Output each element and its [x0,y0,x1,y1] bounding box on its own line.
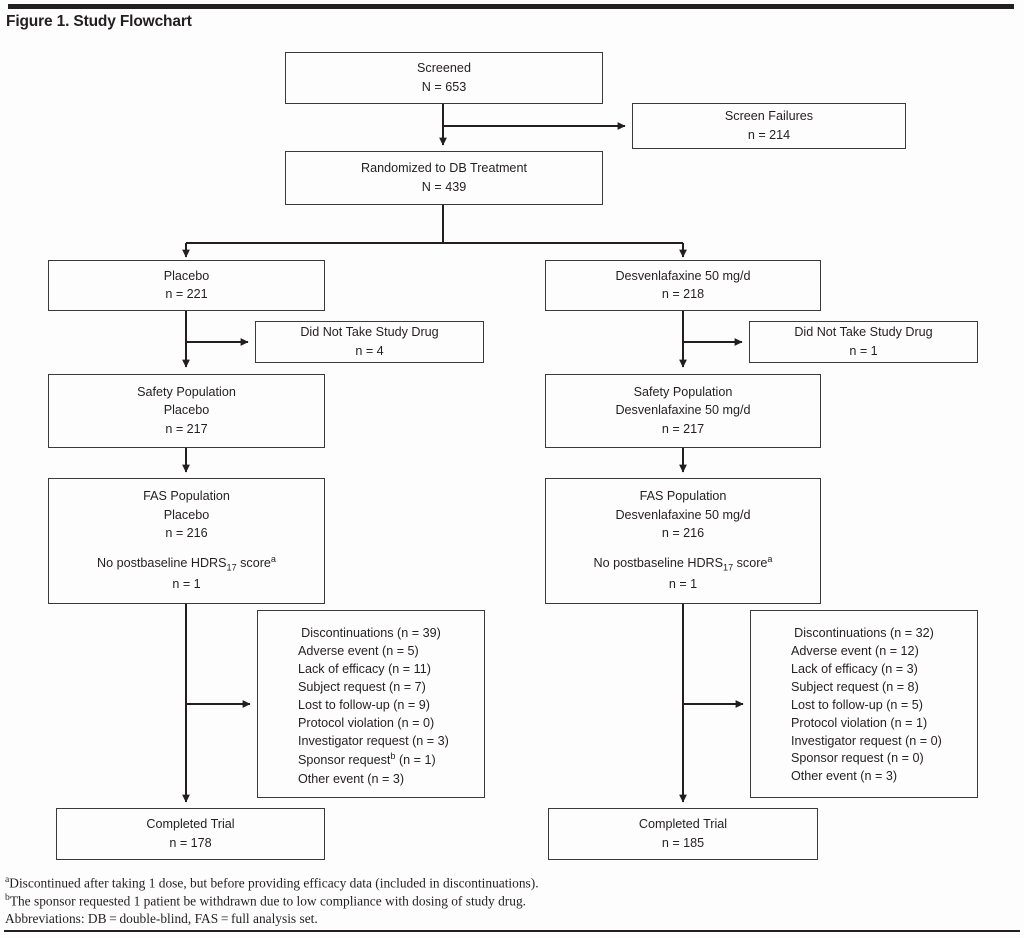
list-item: Adverse event (n = 12) [791,643,919,658]
footnote-marker-a: a [767,554,773,565]
node-screened-label: Screened [417,61,471,76]
node-randomized-label: Randomized to DB Treatment [361,161,527,176]
list-item: Subject request (n = 7) [298,679,426,694]
footnote-marker-b: b [390,751,396,762]
list-item: Adverse event (n = 5) [298,643,419,658]
node-placebo-fas-title: FAS Population [143,489,230,504]
node-desvenlafaxine-fas-population: FAS Population Desvenlafaxine 50 mg/d n … [545,478,821,604]
top-rule [8,4,1014,9]
node-placebo-fas-exclusion: No postbaseline HDRS17 scorea [97,554,276,573]
node-placebo-fas-arm: Placebo [163,507,210,522]
node-desvenlafaxine-did-not-take-drug: Did Not Take Study Drug n = 1 [749,321,978,363]
list-item: Lack of efficacy (n = 11) [298,661,431,676]
node-desvenlafaxine-arm-label: Desvenlafaxine 50 mg/d [615,268,751,283]
node-placebo-did-not-take-drug-count: n = 4 [355,343,384,358]
node-desvenlafaxine-completed-trial: Completed Trial n = 185 [548,808,818,860]
node-screened-count: N = 653 [421,79,467,94]
node-desvenlafaxine-safety-population: Safety Population Desvenlafaxine 50 mg/d… [545,374,821,448]
node-desvenlafaxine-discontinuations: Discontinuations (n = 32) Adverse event … [750,610,978,798]
node-placebo-completed-trial-label: Completed Trial [146,817,235,832]
node-desvenlafaxine-fas-exclusion: No postbaseline HDRS17 scorea [593,554,773,573]
list-item: Lost to follow-up (n = 5) [791,697,923,712]
list-item: Sponsor request (n = 0) [791,751,924,766]
desvenlafaxine-discontinuations-header: Discontinuations (n = 32) [794,625,934,640]
node-desvenlafaxine-fas-title: FAS Population [639,489,727,504]
node-screen-failures-label: Screen Failures [724,109,814,124]
node-placebo-safety-population: Safety Population Placebo n = 217 [48,374,325,448]
node-desvenlafaxine-completed-trial-label: Completed Trial [638,817,728,832]
node-placebo-completed-trial: Completed Trial n = 178 [56,808,325,860]
list-item: Lost to follow-up (n = 9) [298,697,430,712]
node-desvenlafaxine-safety-population-count: n = 217 [661,421,705,436]
list-item: Other event (n = 3) [791,769,898,784]
node-desvenlafaxine-did-not-take-drug-label: Did Not Take Study Drug [794,325,933,340]
list-item: Other event (n = 3) [298,771,405,786]
node-placebo-did-not-take-drug-label: Did Not Take Study Drug [300,325,439,340]
footnote-b: bThe sponsor requested 1 patient be with… [5,891,526,909]
bottom-rule [4,930,1020,932]
node-placebo-fas-population: FAS Population Placebo n = 216 No postba… [48,478,325,604]
node-placebo-safety-population-count: n = 217 [165,421,208,436]
footnote-marker-a: a [5,874,10,885]
list-item: Subject request (n = 8) [791,679,919,694]
node-randomized: Randomized to DB Treatment N = 439 [285,151,603,205]
node-screened: Screened N = 653 [285,52,603,104]
footnotes: aDiscontinued after taking 1 dose, but b… [5,874,1015,927]
node-screen-failures-count: n = 214 [747,127,791,142]
figure-title: Figure 1. Study Flowchart [6,13,192,30]
node-placebo-safety-population-arm: Placebo [163,403,210,418]
node-placebo-fas-exclusion-count: n = 1 [172,577,201,592]
list-item: Investigator request (n = 0) [791,733,942,748]
list-item: Protocol violation (n = 1) [791,715,928,730]
list-item: Sponsor requestb (n = 1) [298,751,436,768]
list-item: Investigator request (n = 3) [298,733,449,748]
node-placebo-safety-population-title: Safety Population [137,385,236,400]
node-placebo-arm-count: n = 221 [165,287,208,301]
footnote-abbreviations: Abbreviations: DB = double-blind, FAS = … [5,910,318,926]
node-desvenlafaxine-fas-arm: Desvenlafaxine 50 mg/d [615,507,751,522]
node-placebo-arm: Placebo n = 221 [48,260,325,311]
node-randomized-count: N = 439 [421,179,467,194]
node-placebo-did-not-take-drug: Did Not Take Study Drug n = 4 [255,321,484,363]
placebo-discontinuations-header: Discontinuations (n = 39) [301,625,441,640]
node-placebo-discontinuations: Discontinuations (n = 39) Adverse event … [257,610,485,798]
node-placebo-completed-trial-count: n = 178 [169,835,212,850]
node-desvenlafaxine-arm: Desvenlafaxine 50 mg/d n = 218 [545,260,821,311]
list-item: Protocol violation (n = 0) [298,715,435,730]
node-desvenlafaxine-fas-count: n = 216 [661,525,705,540]
footnote-a: aDiscontinued after taking 1 dose, but b… [5,874,539,891]
node-desvenlafaxine-did-not-take-drug-count: n = 1 [849,343,878,358]
footnote-marker-b: b [5,891,10,903]
hdrs-subscript: 17 [723,562,734,573]
node-placebo-fas-count: n = 216 [165,525,208,540]
hdrs-subscript: 17 [226,562,237,573]
node-desvenlafaxine-completed-trial-count: n = 185 [661,835,705,850]
node-desvenlafaxine-safety-population-title: Safety Population [633,385,733,400]
node-desvenlafaxine-safety-population-arm: Desvenlafaxine 50 mg/d [615,403,751,418]
list-item: Lack of efficacy (n = 3) [791,661,918,676]
footnote-marker-a: a [270,554,276,565]
node-screen-failures: Screen Failures n = 214 [632,103,906,149]
node-desvenlafaxine-arm-count: n = 218 [661,287,705,301]
node-placebo-arm-label: Placebo [163,268,210,283]
node-desvenlafaxine-fas-exclusion-count: n = 1 [668,577,698,592]
